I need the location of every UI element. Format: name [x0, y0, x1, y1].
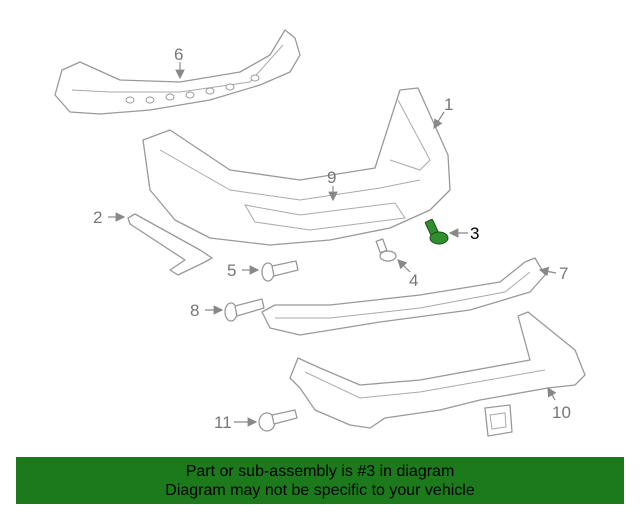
banner-line-part-number: Part or sub-assembly is #3 in diagram [185, 462, 455, 480]
part-2-bracket[interactable] [127, 213, 213, 276]
callout-9[interactable]: 9 [327, 168, 336, 187]
parts-diagram: 6 1 2 3 4 5 7 8 9 10 11 [54, 29, 586, 437]
callout-8[interactable]: 8 [190, 301, 199, 320]
part-5-push-pin[interactable] [261, 260, 299, 282]
callout-3[interactable]: 3 [470, 224, 479, 243]
part-1-bumper-cover[interactable] [142, 87, 451, 246]
callout-11[interactable]: 11 [214, 413, 232, 432]
leader-lines [108, 62, 557, 427]
part-8-push-pin[interactable] [224, 298, 265, 322]
callout-7[interactable]: 7 [559, 264, 568, 283]
banner-line-disclaimer: Diagram may not be specific to your vehi… [165, 481, 475, 499]
callout-1[interactable]: 1 [444, 95, 453, 114]
part-11-bolt[interactable] [258, 409, 298, 432]
part-6-energy-absorber[interactable] [54, 29, 301, 115]
part-info-banner: Part or sub-assembly is #3 in diagram Di… [16, 457, 624, 504]
part-3-bolt-highlighted[interactable] [424, 218, 449, 245]
part-10-hitch-receiver[interactable] [289, 311, 586, 437]
part-7-reinforcement[interactable] [261, 257, 546, 336]
part-4-screw[interactable] [375, 238, 397, 262]
callout-4[interactable]: 4 [409, 271, 418, 290]
callout-5[interactable]: 5 [227, 261, 236, 280]
callout-6[interactable]: 6 [174, 45, 183, 64]
callout-10[interactable]: 10 [552, 403, 571, 422]
callout-2[interactable]: 2 [93, 208, 102, 227]
